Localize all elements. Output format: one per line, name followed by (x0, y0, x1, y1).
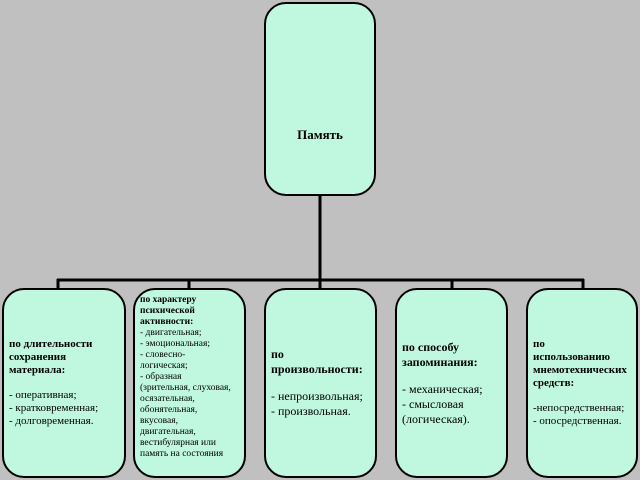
category-item: -непосредственная; (533, 402, 625, 414)
category-node-activity: по характеру психической активности: - д… (133, 288, 246, 478)
category-item: - двигательная; (140, 328, 202, 338)
category-node-mnemonic-means: по использованию мнемотехнических средст… (526, 288, 638, 478)
category-heading: по характеру психической активности: (140, 295, 197, 327)
category-items: - непроизвольная; - произвольная. (271, 389, 370, 419)
category-item: - опосредственная. (533, 415, 622, 427)
category-item: - непроизвольная; (271, 389, 363, 403)
category-items: - механическая; - смысловая (логическая)… (402, 382, 501, 427)
memory-root-node: Память (264, 2, 376, 196)
category-item: - словесно- логическая; (140, 350, 188, 371)
category-items: - двигательная; - эмоциональная; - слове… (140, 328, 239, 460)
category-heading: по использованию мнемотехнических средст… (533, 338, 627, 389)
category-item: - произвольная. (271, 404, 351, 418)
category-item: - образная (зрительная, слуховая, осязат… (140, 372, 231, 459)
category-item: - кратковременная; (9, 402, 99, 414)
category-item: - эмоциональная; (140, 339, 210, 349)
category-heading: по длительности сохранения материала: (9, 338, 93, 376)
category-items: -непосредственная; - опосредственная. (533, 402, 631, 428)
category-item: - механическая; (402, 381, 483, 396)
category-item: - долговременная. (9, 415, 94, 427)
category-item: - оперативная; (9, 389, 77, 401)
category-heading: по произвольности: (271, 347, 363, 376)
category-node-memorization-method: по способу запоминания: - механическая; … (395, 288, 508, 478)
category-items: - оперативная; - кратковременная; - долг… (9, 389, 119, 428)
category-node-duration: по длительности сохранения материала: - … (2, 288, 126, 478)
category-heading: по способу запоминания: (402, 339, 478, 369)
category-node-voluntariness: по произвольности: - непроизвольная; - п… (264, 288, 377, 478)
category-item: - смысловая (логическая). (402, 396, 470, 426)
root-title: Память (297, 127, 343, 142)
